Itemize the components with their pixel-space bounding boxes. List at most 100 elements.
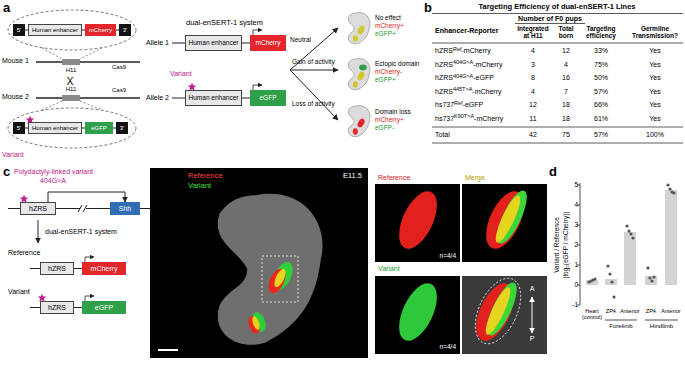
panel-letter: c xyxy=(3,165,10,180)
gene-box: Human enhancer xyxy=(28,24,82,36)
text-label: Mouse 2 xyxy=(2,93,29,101)
table-cell: 75% xyxy=(594,61,608,69)
bar-chart xyxy=(610,280,613,283)
text-label: Allele 2 xyxy=(146,94,169,102)
bar-chart xyxy=(605,279,617,285)
embryo-loss xyxy=(348,106,370,137)
shh-locus xyxy=(30,307,40,308)
bar-chart xyxy=(629,232,632,235)
limb-insets xyxy=(462,184,547,262)
table-cell: hZRS xyxy=(435,74,453,82)
bar-chart xyxy=(645,276,657,285)
text-label: eGFP+ xyxy=(375,76,396,83)
bar-chart xyxy=(577,183,678,320)
shh-locus xyxy=(140,208,150,209)
embryo-neutral xyxy=(348,13,370,44)
shh-locus xyxy=(8,208,20,209)
bar-chart xyxy=(605,320,637,321)
text-label: Polydactyly-linked variant xyxy=(14,168,93,176)
text-label: P xyxy=(530,335,535,343)
table-header: Total born xyxy=(552,25,580,40)
text-label: Reference xyxy=(8,249,40,257)
shh-locus xyxy=(86,208,110,209)
gene-box: eGFP xyxy=(85,122,113,134)
bar-chart xyxy=(627,229,630,232)
text-label: mCherry+ xyxy=(375,116,404,123)
mouse-2-construct xyxy=(62,95,80,101)
text-label: eGFP- xyxy=(375,124,394,131)
embryo-neutral xyxy=(353,35,358,41)
table-header: Germline Transmission? xyxy=(628,25,682,40)
axis-tick-label: 3 xyxy=(574,221,578,228)
table-cell: -mCherry xyxy=(474,115,503,123)
table-cell: -eGFP xyxy=(463,101,484,109)
table-cell-superscript: Ref xyxy=(453,46,462,52)
category-label: Anterior xyxy=(620,308,639,314)
box-text: mCherry xyxy=(89,27,112,33)
box-text: Human enhancer xyxy=(32,125,78,131)
mouse-2-construct xyxy=(8,108,136,148)
embryo-gain xyxy=(348,59,370,90)
box-text: mCherry xyxy=(256,40,281,47)
gene-box: eGFP xyxy=(82,301,126,314)
embryo-photo xyxy=(251,315,261,330)
gene-box: mCherry xyxy=(82,262,126,275)
bar-chart xyxy=(580,183,581,305)
axis-tick-label: 0 xyxy=(574,281,578,288)
box-text: Human enhancer xyxy=(189,40,239,47)
axis-tick-label: 2 xyxy=(574,241,578,248)
connector xyxy=(74,307,82,308)
table-cell: Yes xyxy=(649,101,660,109)
table-cell: 66% xyxy=(594,101,608,109)
text-label: Variant xyxy=(378,265,400,273)
box-text: Human enhancer xyxy=(189,95,239,102)
table-header: Targeting efficiency xyxy=(581,25,621,40)
gene-box: eGFP xyxy=(250,90,286,106)
shh-locus xyxy=(83,205,87,212)
bar-chart xyxy=(646,266,649,269)
axis-tick-label: 5 xyxy=(574,181,578,188)
text-label: E11.5 xyxy=(343,172,362,181)
box-text: Shh xyxy=(119,205,131,212)
limb-insets xyxy=(482,279,523,339)
table-cell: Yes xyxy=(649,47,660,55)
text-label: Variant xyxy=(188,182,211,191)
limb-insets xyxy=(466,271,530,351)
box-text: mCherry xyxy=(91,265,118,272)
panel-letter: b xyxy=(424,1,432,16)
table-cell: hs737 xyxy=(435,101,454,109)
text-label: Reference xyxy=(378,174,410,182)
table-cell: 8 xyxy=(531,74,535,82)
gene-box: 3' xyxy=(116,122,128,134)
table-rules xyxy=(432,13,683,14)
table-cell-superscript: 404G>A xyxy=(453,59,473,65)
table-cell: 33% xyxy=(594,47,608,55)
table-cell: 18 xyxy=(562,115,570,123)
panel-letter: d xyxy=(549,165,557,180)
outcome-arrows xyxy=(290,70,338,120)
text-label: Mouse 1 xyxy=(2,57,29,65)
gene-box: hZRS xyxy=(40,262,74,275)
limb-insets xyxy=(468,278,521,347)
connector xyxy=(74,268,82,269)
bar-chart xyxy=(672,191,675,194)
table-cell: 12 xyxy=(529,101,537,109)
limb-insets xyxy=(478,186,531,255)
limb-insets xyxy=(391,186,444,255)
table-cell: 11 xyxy=(529,115,536,123)
gene-box: hZRS xyxy=(20,202,56,215)
connector xyxy=(242,43,250,44)
table-cell: 42 xyxy=(529,131,537,139)
text-label: Cas9 xyxy=(112,64,126,71)
bar-chart xyxy=(612,295,615,298)
table-header: Number of F0 pups xyxy=(518,15,582,23)
embryo-neutral xyxy=(356,24,366,35)
bar-chart xyxy=(665,190,677,285)
text-label: n=4/4 xyxy=(440,343,456,350)
text-label: Domain loss xyxy=(375,108,411,115)
text-label: A xyxy=(530,285,535,293)
embryo-gain xyxy=(353,81,358,87)
text-label: Reference xyxy=(188,172,223,181)
gene-box: Human enhancer xyxy=(185,90,242,106)
table-cell: -mCherry xyxy=(461,47,490,55)
